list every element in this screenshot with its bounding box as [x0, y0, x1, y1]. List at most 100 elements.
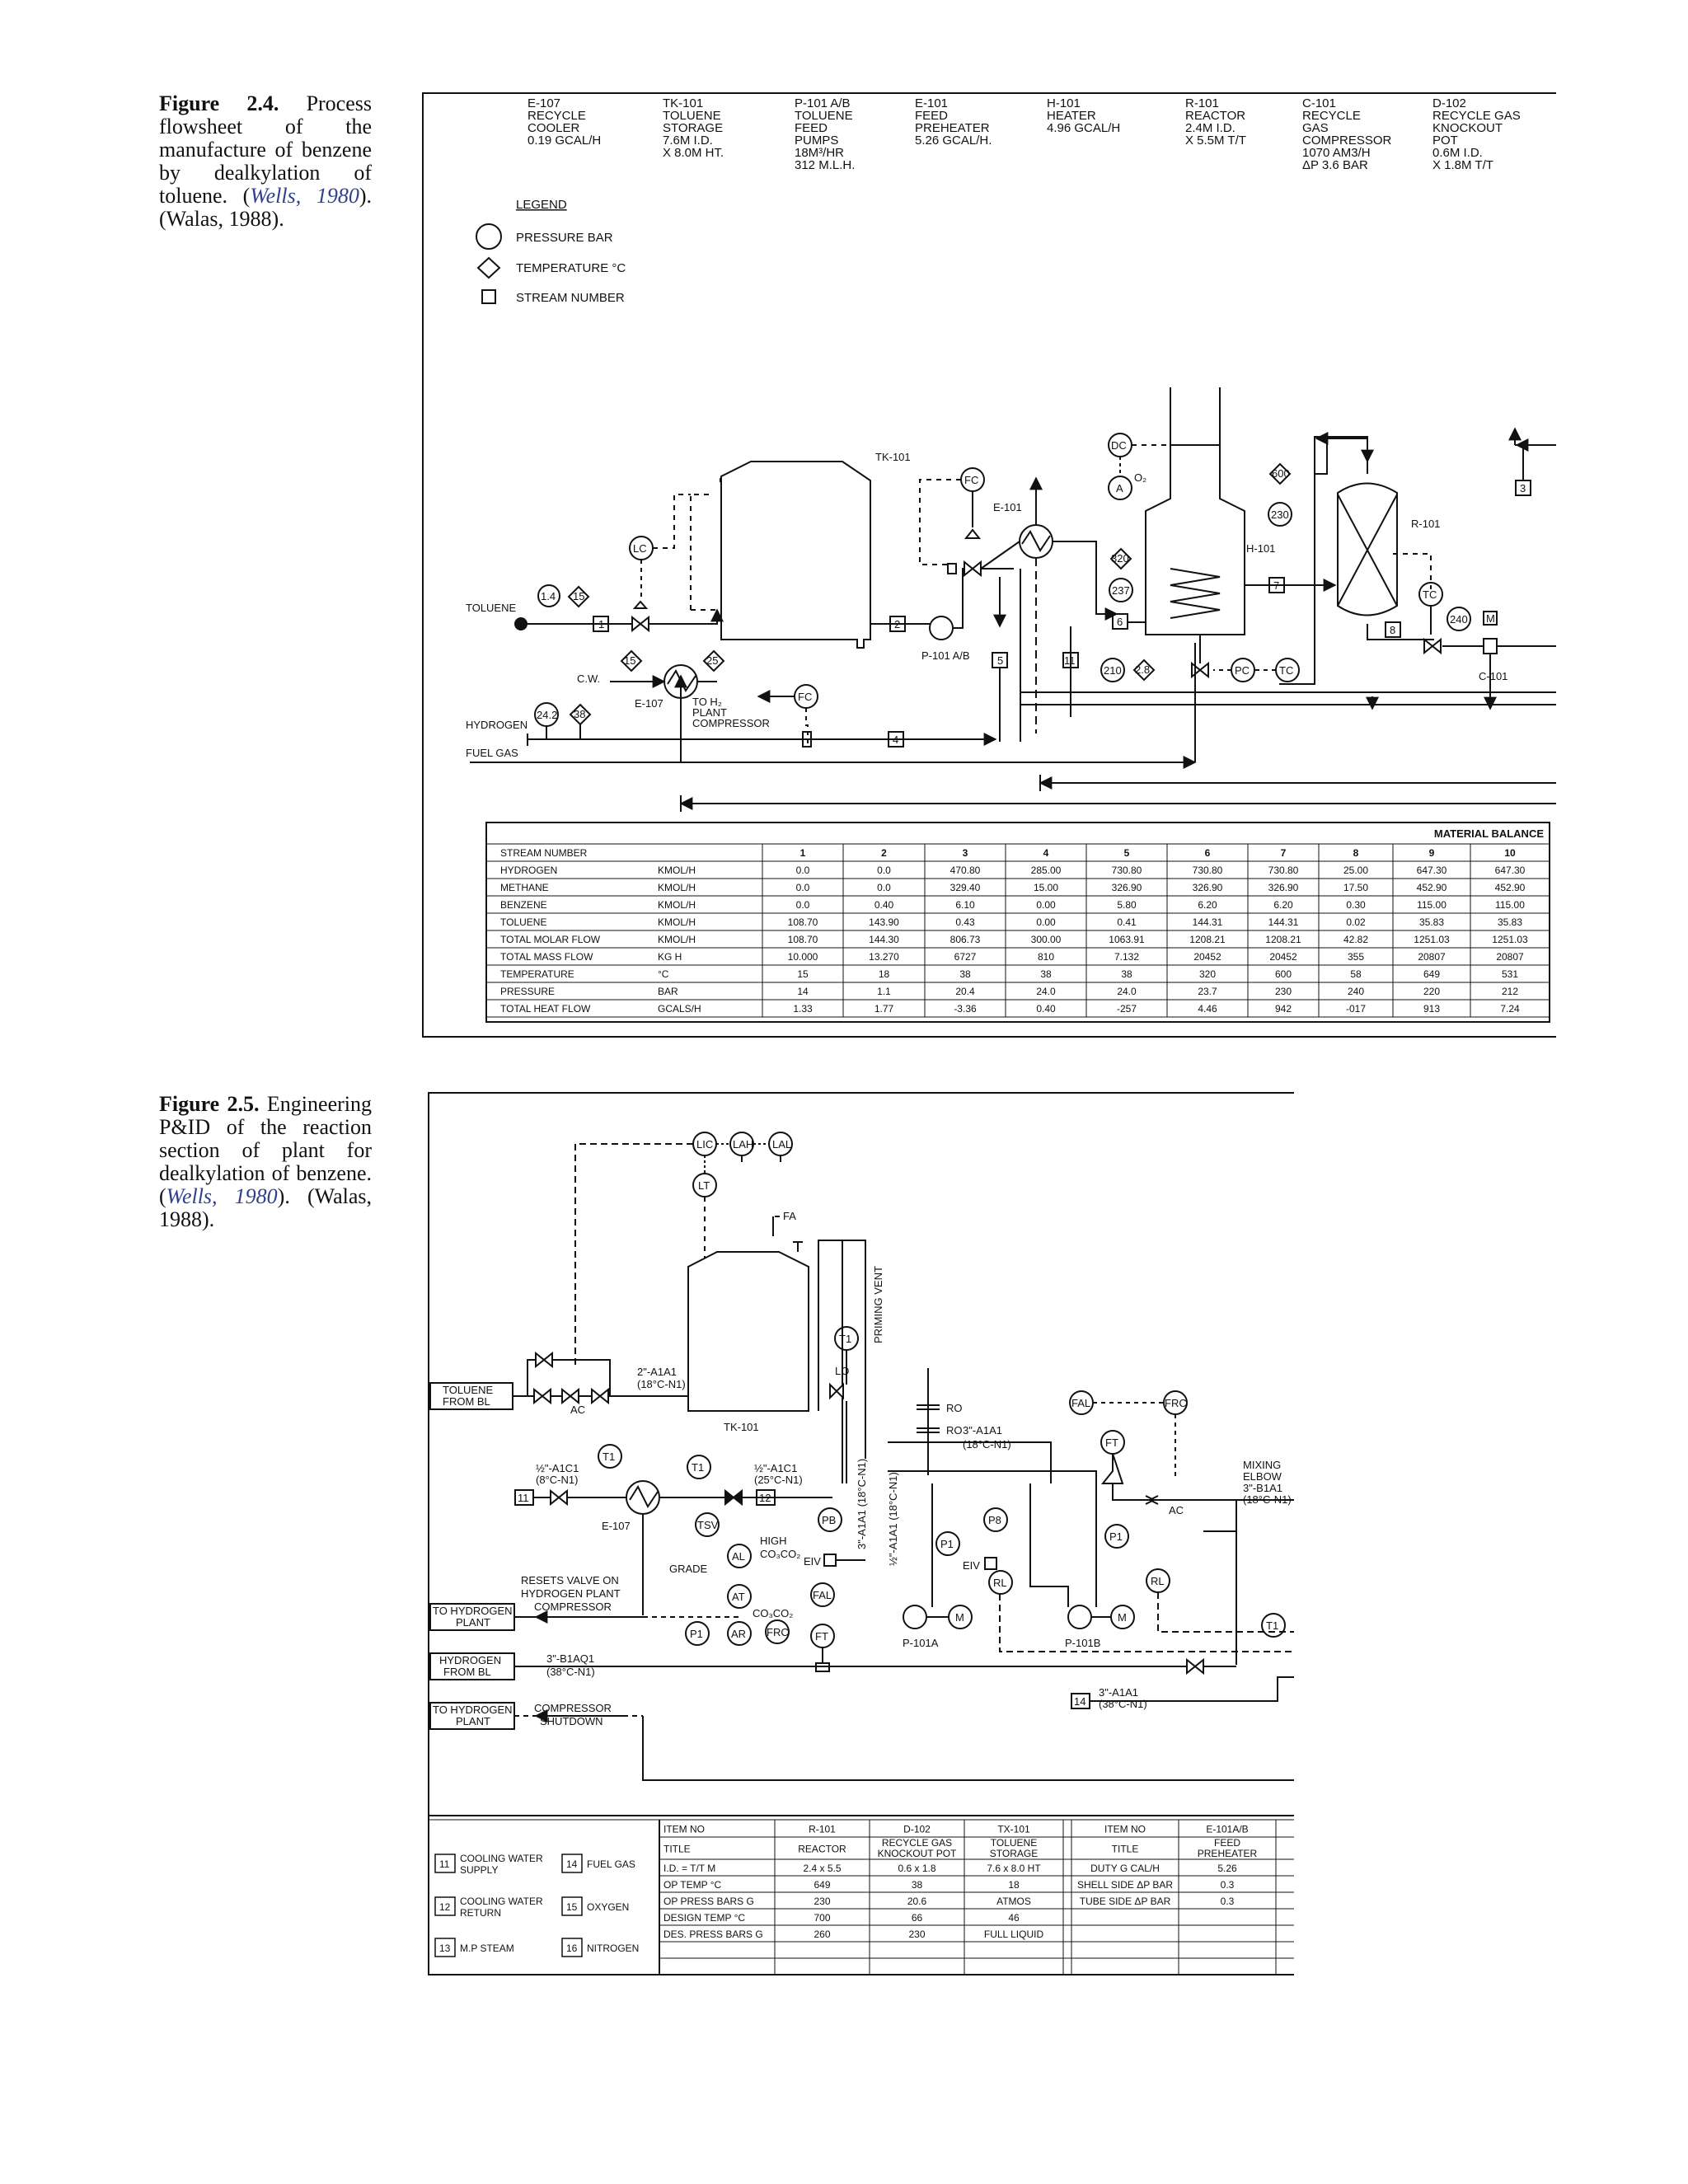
table-cell: D-102	[903, 1824, 931, 1835]
table-cell: TITLE	[1112, 1844, 1139, 1855]
svg-text:P-101B: P-101B	[1065, 1637, 1100, 1649]
table-cell: 144.30	[869, 934, 899, 945]
svg-text:R-101: R-101	[1411, 518, 1440, 530]
svg-text:COMPRESSOR: COMPRESSOR	[534, 1601, 612, 1613]
svg-text:T1: T1	[1266, 1619, 1278, 1632]
table-cell: 115.00	[1417, 899, 1447, 911]
pressure-bar-icon	[476, 223, 502, 250]
table-cell: 115.00	[1495, 899, 1525, 911]
svg-text:PLANT: PLANT	[456, 1715, 490, 1727]
equipment-line: 312 M.L.H.	[795, 158, 855, 172]
svg-text:RL: RL	[993, 1577, 1007, 1589]
svg-text:COMPRESSOR: COMPRESSOR	[534, 1702, 612, 1714]
utility-label: RETURN	[460, 1907, 501, 1919]
citation-link[interactable]: Wells, 1980	[166, 1184, 278, 1208]
figure-2-5-caption: Figure 2.5. Engineering P&ID of the reac…	[159, 1093, 372, 1231]
table-cell: 4.46	[1198, 1003, 1217, 1015]
utility-label: M.P STEAM	[460, 1943, 514, 1954]
utility-label: COOLING WATER	[460, 1896, 543, 1907]
table-cell: 42.82	[1343, 934, 1368, 945]
stream-number-square-icon	[481, 289, 496, 304]
table-cell: 4	[1043, 847, 1049, 859]
table-cell: 20452	[1193, 951, 1221, 963]
svg-text:CO₃CO₂: CO₃CO₂	[753, 1607, 793, 1619]
svg-text:C.W.: C.W.	[577, 673, 600, 685]
svg-text:TOLUENE: TOLUENE	[443, 1384, 493, 1396]
utility-number: 15	[566, 1901, 578, 1913]
svg-text:½"-A1C1: ½"-A1C1	[536, 1462, 579, 1474]
table-cell: 7.132	[1114, 951, 1139, 963]
equipment-line: 0.6M I.D.	[1432, 146, 1483, 160]
table-cell: OP TEMP °C	[663, 1879, 721, 1891]
svg-text:PB: PB	[822, 1514, 836, 1526]
equipment-line: RECYCLE	[528, 109, 586, 123]
table-cell: -3.36	[954, 1003, 977, 1015]
svg-text:FROM BL: FROM BL	[443, 1666, 491, 1678]
table-cell: 20807	[1418, 951, 1446, 963]
table-cell: 6	[1205, 847, 1211, 859]
table-cell: 649	[814, 1879, 830, 1891]
equipment-line: H-101	[1047, 96, 1081, 110]
svg-text:TO H₂: TO H₂	[692, 696, 722, 708]
caption-label: Figure 2.4.	[159, 91, 279, 115]
svg-text:C-101: C-101	[1479, 670, 1507, 682]
table-cell: 25.00	[1343, 865, 1368, 876]
table-cell: 806.73	[950, 934, 981, 945]
equipment-line: C-101	[1302, 96, 1336, 110]
table-cell: 0.6 x 1.8	[898, 1863, 935, 1874]
table-cell: 0.40	[1036, 1003, 1056, 1015]
equipment-line: 7.6M I.D.	[663, 134, 713, 148]
svg-text:TC: TC	[1423, 588, 1437, 601]
table-cell: TOLUENE	[500, 916, 546, 928]
equipment-line: RECYCLE GAS	[1432, 109, 1521, 123]
citation-link[interactable]: Wells, 1980	[250, 184, 359, 208]
svg-text:210: 210	[1104, 664, 1122, 677]
svg-text:24.2: 24.2	[537, 709, 557, 721]
svg-text:5: 5	[997, 654, 1003, 667]
table-cell: BAR	[658, 986, 678, 997]
table-cell: 20452	[1269, 951, 1297, 963]
svg-text:2.8: 2.8	[1135, 663, 1150, 676]
table-cell: 326.90	[1193, 882, 1223, 893]
table-cell: RECYCLE GAS	[882, 1837, 952, 1849]
svg-text:600: 600	[1272, 467, 1290, 480]
svg-text:1: 1	[598, 618, 604, 630]
table-cell: 10.000	[788, 951, 818, 963]
svg-text:E-107: E-107	[635, 697, 663, 710]
table-cell: 66	[912, 1912, 923, 1924]
svg-text:FC: FC	[798, 691, 812, 703]
utility-label: OXYGEN	[587, 1901, 629, 1913]
svg-text:½"-A1A1 (18°C-N1): ½"-A1A1 (18°C-N1)	[887, 1472, 899, 1566]
caption-body: Engineering P&ID of the reaction section…	[159, 1092, 372, 1208]
table-cell: 5.80	[1117, 899, 1137, 911]
svg-text:320: 320	[1111, 552, 1129, 565]
equipment-line: COOLER	[528, 121, 580, 135]
table-cell: 2.4 x 5.5	[803, 1863, 841, 1874]
table-cell: 0.3	[1221, 1896, 1235, 1907]
table-cell: 2	[881, 847, 887, 859]
table-cell: TOLUENE	[991, 1837, 1037, 1849]
equipment-line: STORAGE	[663, 121, 723, 135]
table-cell: TOTAL HEAT FLOW	[500, 1003, 591, 1015]
figure-2-4-caption: Figure 2.4. Process flowsheet of the man…	[159, 92, 372, 231]
svg-text:EIV: EIV	[804, 1555, 821, 1568]
svg-text:38: 38	[574, 708, 585, 720]
table-cell: TX-101	[997, 1824, 1030, 1835]
table-cell: 730.80	[1112, 865, 1142, 876]
table-cell: 212	[1502, 986, 1518, 997]
utility-number-box	[561, 1854, 583, 1873]
material-balance-title: MATERIAL BALANCE	[1434, 827, 1544, 840]
svg-text:TK-101: TK-101	[724, 1421, 759, 1433]
table-cell: KNOCKOUT POT	[878, 1848, 957, 1859]
table-cell: 1.77	[874, 1003, 894, 1015]
table-cell: 0.00	[1036, 916, 1056, 928]
equipment-line: 0.19 GCAL/H	[528, 134, 601, 148]
table-cell: 320	[1199, 968, 1216, 980]
toluene-control-valve	[631, 615, 649, 633]
equipment-line: KNOCKOUT	[1432, 121, 1503, 135]
svg-text:P-101A: P-101A	[903, 1637, 939, 1649]
svg-text:SHUTDOWN: SHUTDOWN	[540, 1715, 603, 1727]
table-cell: TUBE SIDE ΔP BAR	[1080, 1896, 1171, 1907]
